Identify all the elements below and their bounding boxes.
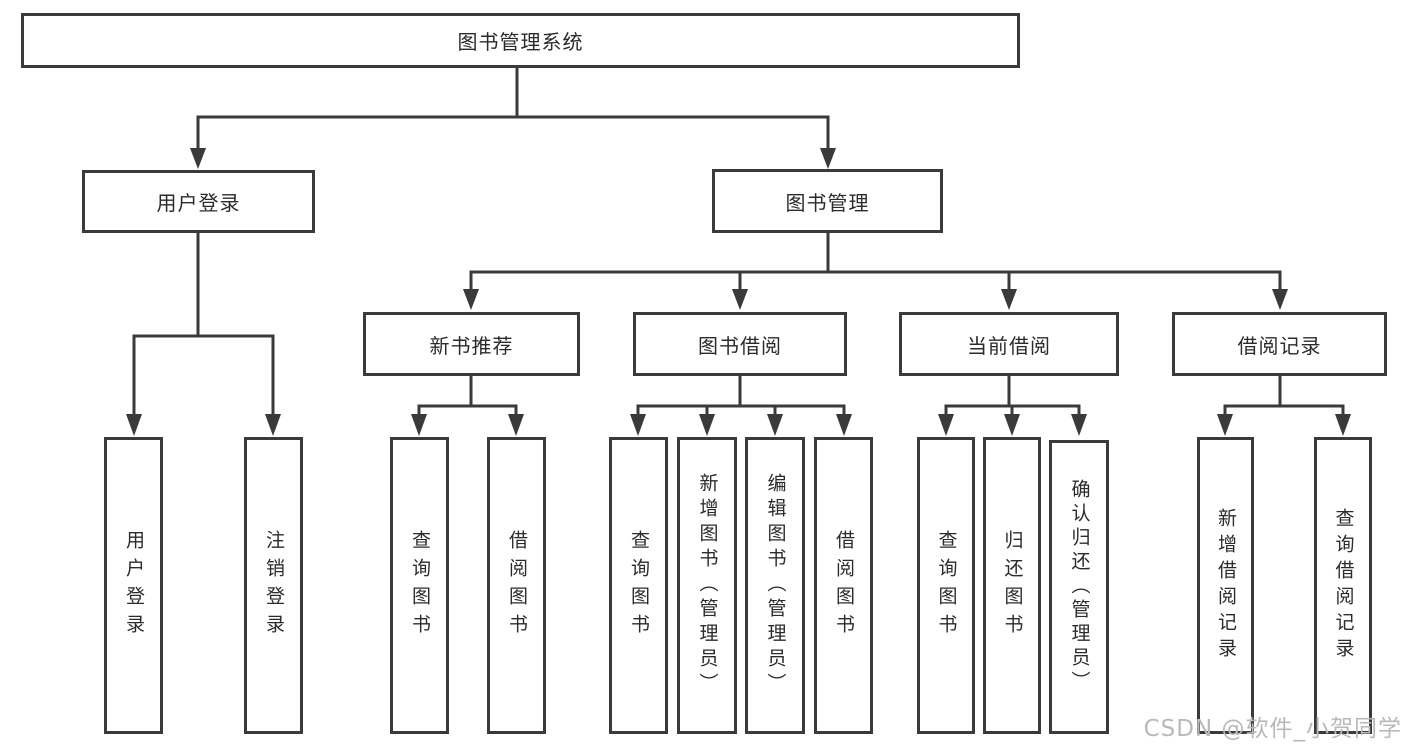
leaf-current-query: 查询图书	[917, 437, 975, 734]
leaf-label: 用户登录	[123, 529, 145, 642]
leaf-label: 编辑图书（管理员）	[764, 473, 787, 698]
leaf-records-query: 查询借阅记录	[1314, 437, 1372, 734]
leaf-label: 查询图书	[935, 529, 958, 642]
leaf-label: 查询借阅记录	[1332, 507, 1355, 664]
leaf-confirm-return-admin: 确认归还（管理员）	[1049, 440, 1109, 734]
leaf-label: 归还图书	[1001, 529, 1024, 642]
leaf-newbook-borrow: 借阅图书	[487, 437, 546, 734]
leaf-logout: 注销登录	[244, 437, 303, 734]
leaf-label: 查询图书	[628, 529, 650, 642]
csdn-watermark: CSDN @软件_小贺同学	[1143, 716, 1402, 742]
node-current-borrow: 当前借阅	[899, 312, 1119, 376]
leaf-label: 新增借阅记录	[1215, 507, 1237, 664]
node-root: 图书管理系统	[21, 13, 1020, 68]
node-new-book-recommend: 新书推荐	[363, 312, 580, 376]
leaf-borrow-edit-admin: 编辑图书（管理员）	[745, 437, 805, 734]
leaf-current-return: 归还图书	[983, 437, 1041, 734]
leaf-borrow-add-admin: 新增图书（管理员）	[677, 437, 737, 734]
leaf-newbook-query: 查询图书	[390, 437, 449, 734]
node-book-management: 图书管理	[712, 169, 943, 233]
leaf-borrow-book: 借阅图书	[814, 437, 873, 734]
leaf-borrow-query: 查询图书	[609, 437, 668, 734]
leaf-label: 借阅图书	[506, 529, 528, 642]
leaf-label: 注销登录	[263, 529, 285, 642]
node-borrow-records: 借阅记录	[1172, 312, 1387, 376]
leaf-records-add: 新增借阅记录	[1197, 437, 1254, 734]
node-user-login: 用户登录	[82, 170, 315, 233]
leaf-label: 新增图书（管理员）	[696, 473, 719, 698]
leaf-label: 确认归还（管理员）	[1068, 479, 1091, 695]
leaf-label: 查询图书	[409, 529, 431, 642]
leaf-label: 借阅图书	[833, 529, 855, 642]
node-book-borrow: 图书借阅	[633, 312, 847, 376]
leaf-user-login: 用户登录	[104, 437, 163, 734]
